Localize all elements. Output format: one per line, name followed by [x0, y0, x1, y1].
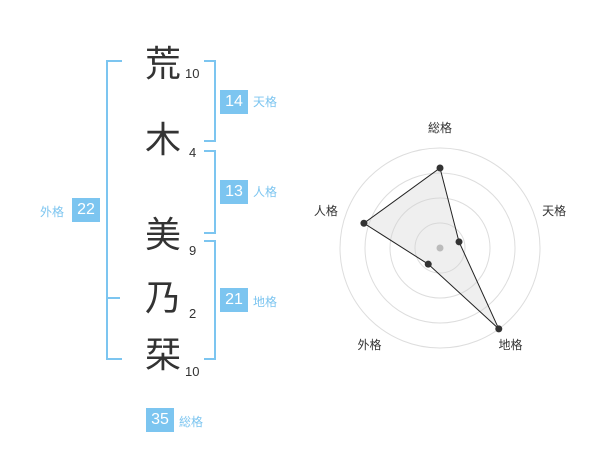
- name-character-4: 乃: [144, 278, 181, 319]
- radar-axis-label-2: 天格: [542, 203, 566, 218]
- radar-axis-label-1: 総格: [428, 120, 452, 135]
- tenkaku-bracket: [204, 60, 216, 142]
- radar-center: [436, 244, 444, 252]
- stroke-count-4: 2: [189, 306, 197, 321]
- name-character-5: 栞: [144, 335, 181, 376]
- tenkaku-value: 14: [220, 90, 248, 114]
- radar-area: [363, 167, 500, 330]
- radar-ring-1: [414, 222, 466, 274]
- stroke-count-3: 9: [189, 243, 197, 258]
- name-character-3: 美: [144, 215, 181, 256]
- soukaku-value: 35: [146, 408, 174, 432]
- radar-axis-label-3: 地格: [499, 337, 523, 352]
- radar-point-3: [495, 325, 503, 333]
- radar-point-5: [360, 219, 368, 227]
- stroke-count-2: 4: [189, 145, 197, 160]
- jinkaku-label: 人格: [253, 185, 278, 199]
- gaikaku-value: 22: [72, 198, 100, 222]
- gaikaku-label: 外格: [40, 205, 65, 219]
- tenkaku-label: 天格: [253, 95, 278, 109]
- name-character-1: 荒: [144, 44, 181, 85]
- radar-ring-3: [364, 172, 516, 324]
- gaikaku-bracket-tick: [106, 297, 120, 299]
- chikaku-value: 21: [220, 288, 248, 312]
- radar-ring-2: [389, 197, 491, 299]
- stroke-count-1: 10: [185, 66, 200, 81]
- radar-point-1: [436, 164, 444, 172]
- name-character-2: 木: [144, 120, 181, 161]
- gaikaku-bracket: [106, 60, 122, 360]
- radar-ring-4: [339, 147, 541, 349]
- jinkaku-value: 13: [220, 180, 248, 204]
- chikaku-bracket: [204, 240, 216, 360]
- radar-axis-label-4: 外格: [357, 337, 381, 352]
- stroke-count-5: 10: [185, 364, 200, 379]
- chikaku-label: 地格: [253, 295, 278, 309]
- radar-point-4: [424, 260, 432, 268]
- soukaku-label: 総格: [179, 415, 204, 429]
- jinkaku-bracket: [204, 150, 216, 234]
- radar-axis-label-5: 人格: [314, 203, 338, 218]
- radar-point-2: [455, 238, 463, 246]
